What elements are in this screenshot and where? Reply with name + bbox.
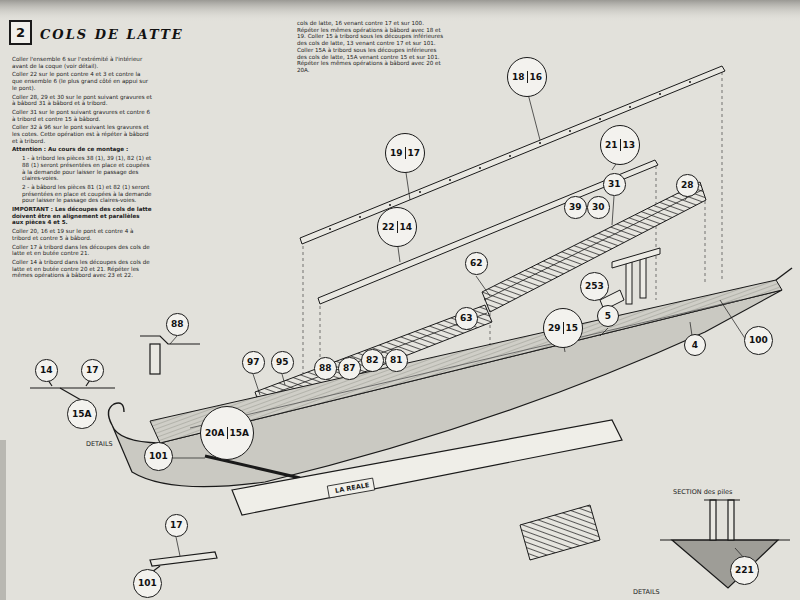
callout-text: 97 [246,357,261,367]
callout-number: 82 [361,349,384,372]
callout-text: 101 [148,451,169,461]
callout-number: 100 [744,326,773,355]
callout-number: 30 [587,196,610,219]
callout-divider [620,139,621,151]
callout-text: 30 [591,202,606,212]
plan-title: COLS DE LATTE [40,27,184,42]
instruction-text: Attention : Au cours de ce montage : [12,146,152,153]
callout-text: 95 [275,357,290,367]
callout-number: 62 [465,252,488,275]
callout-text: 19 [389,148,404,158]
instruction-text: Coller 28, 29 et 30 sur le pont suivant … [12,94,152,107]
callout-number: 95 [271,351,294,374]
instruction-column: cols de latte, 16 venant contre 17 et su… [297,20,447,76]
callout-number: 15A [67,399,97,429]
detail-label: SECTION des piles [672,488,733,496]
callout-number: 17 [81,359,104,382]
callout-text: 62 [469,258,484,268]
callout-text: 17 [169,520,184,530]
instruction-text: Coller 31 sur le pont suivant gravures e… [12,109,152,122]
callout-text: 16 [529,72,544,82]
callout-text: 17 [407,148,422,158]
instruction-text: Coller 20, 16 et 19 sur le pont et contr… [12,228,152,241]
callout-number: 4 [684,334,706,356]
callout-number: 221 [730,556,759,585]
callout-text: 253 [584,281,605,291]
callout-number: 81 [385,349,408,372]
callout-text: 63 [459,313,474,323]
instruction-column: Coller l'ensemble 6 sur l'extrémité à l'… [12,56,152,281]
callout-text: 14 [39,365,54,375]
callout-number: 14 [35,359,58,382]
callout-text: 15 [565,323,580,333]
callout-number: 17 [165,514,188,537]
callout-text: 22 [381,222,396,232]
instruction-text: Coller 14 à tribord dans les découpes de… [12,259,152,279]
callout-text: 14 [399,222,414,232]
callout-divider [397,221,398,233]
callout-text: 15A [229,428,251,438]
callout-text: 5 [604,311,612,321]
callout-text: 31 [607,179,622,189]
callout-text: 39 [568,202,583,212]
callout-number: 2214 [377,207,417,247]
callout-divider [563,322,564,334]
detail-label: DETAILS [85,440,114,448]
callout-text: 82 [365,355,380,365]
callout-number: 28 [676,174,699,197]
callout-number: 88 [314,357,337,380]
callout-number: 20A15A [200,406,254,460]
page-number-box: 2 [9,20,32,45]
callout-number: 101 [133,569,162,598]
callout-number: 101 [144,442,173,471]
callout-text: 81 [389,355,404,365]
callout-text: 29 [547,323,562,333]
callout-number: 87 [338,357,361,380]
callout-text: 100 [748,335,769,345]
callout-text: 87 [342,363,357,373]
callout-number: 1917 [385,133,425,173]
callout-number: 31 [603,173,626,196]
callout-number: 63 [455,307,478,330]
callout-number: 2915 [543,308,583,348]
callout-text: 15A [71,409,93,419]
callout-text: 17 [85,365,100,375]
instruction-text: Coller 22 sur le pont contre 4 et 3 et c… [12,71,152,91]
callout-number: 97 [242,351,265,374]
callout-text: 88 [170,319,185,329]
callout-number: 88 [166,313,189,336]
detail-label: DETAILS [632,588,661,596]
callout-text: 88 [318,363,333,373]
callout-number: 2113 [600,125,640,165]
callout-text: 4 [691,340,699,350]
callout-number: 39 [564,196,587,219]
callout-divider [405,147,406,159]
callout-number: 1816 [507,57,547,97]
instruction-text: cols de latte, 16 venant contre 17 et su… [297,20,447,74]
callout-number: 5 [597,305,619,327]
instruction-text: Coller l'ensemble 6 sur l'extrémité à l'… [12,56,152,69]
instruction-text: 1 - à tribord les pièces 38 (1), 39 (1),… [22,155,152,182]
callout-text: 221 [734,565,755,575]
instruction-text: Coller 17 à tribord dans les découpes de… [12,244,152,257]
callout-text: 101 [137,578,158,588]
callout-number: 253 [580,272,609,301]
instruction-text: IMPORTANT : Les découpes des cols de lat… [12,206,152,226]
callout-text: 20A [204,428,226,438]
callout-text: 2 [15,25,26,40]
callout-divider [227,427,228,439]
instruction-text: Coller 32 à 96 sur le pont suivant les g… [12,124,152,144]
instruction-text: 2 - à bâbord les pièces 81 (1) et 82 (1)… [22,184,152,204]
callout-text: 18 [511,72,526,82]
callout-divider [527,71,528,83]
callout-text: 28 [680,180,695,190]
callout-text: 21 [604,140,619,150]
callout-text: 13 [622,140,637,150]
